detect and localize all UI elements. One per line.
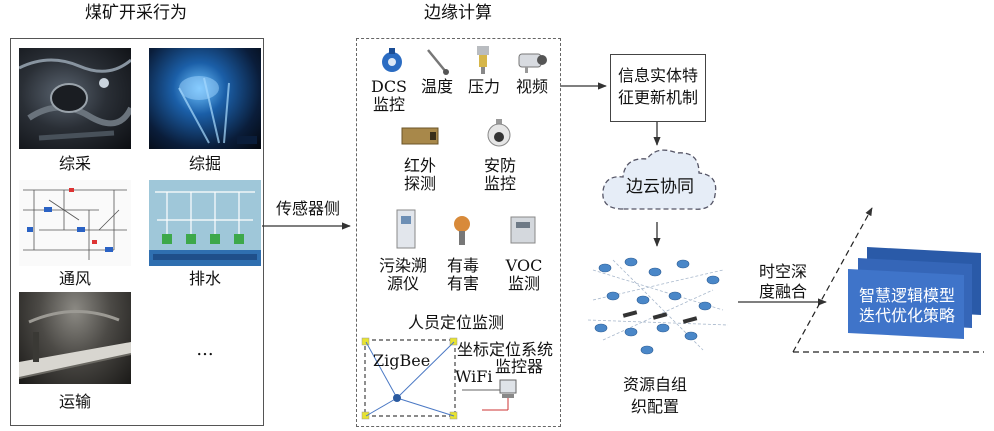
tunneling-item-label: 综掘 bbox=[188, 154, 221, 173]
toxic-gas-detector-icon bbox=[454, 216, 470, 245]
coordinate-system-label: 坐标定位系统 bbox=[457, 340, 554, 359]
security-dome-camera-icon bbox=[487, 119, 511, 147]
ventilation-diagram bbox=[19, 180, 131, 266]
edge-panel-title: 边缘计算 bbox=[424, 3, 492, 23]
sensor-side-label: 传感器侧 bbox=[276, 199, 341, 218]
edge-cloud-icon bbox=[602, 149, 717, 210]
fully-mechanized-tunneling-photo bbox=[149, 48, 261, 149]
drainage-scada bbox=[149, 180, 261, 266]
mining-behavior-panel bbox=[10, 38, 264, 426]
pollution-tracer-icon bbox=[396, 209, 416, 249]
left-panel-title: 煤矿开采行为 bbox=[85, 3, 187, 23]
zigbee-network-icon bbox=[361, 337, 458, 420]
edge-cloud-label: 边云协同 bbox=[626, 177, 694, 197]
thermometer-icon bbox=[427, 49, 449, 75]
voc-label: VOC 监测 bbox=[505, 256, 543, 293]
edge-computing-panel bbox=[356, 38, 561, 427]
feature-update-mechanism-box bbox=[610, 54, 706, 122]
monitor-label: 监控器 bbox=[495, 357, 544, 376]
transport-item-label: 运输 bbox=[58, 392, 91, 411]
fully-mechanized-mining-photo bbox=[19, 48, 131, 149]
spatiotemporal-fusion-label: 时空深 度融合 bbox=[758, 262, 807, 301]
video-camera-icon bbox=[518, 53, 547, 73]
positioning-title: 人员定位监测 bbox=[407, 313, 504, 332]
temperature-label: 温度 bbox=[420, 77, 453, 96]
conveyor-scene bbox=[19, 310, 131, 379]
mining-item-label: 综采 bbox=[58, 154, 91, 173]
pressure-sensor-icon bbox=[477, 46, 489, 74]
infrared-detector-icon bbox=[401, 127, 439, 145]
infrared-label: 红外 探测 bbox=[403, 156, 436, 193]
toxic-label: 有毒 有害 bbox=[446, 256, 479, 293]
ventilation-item-label: 通风 bbox=[58, 269, 91, 288]
dcs-label: DCS 监控 bbox=[370, 77, 408, 114]
monitor-terminal-icon bbox=[462, 379, 517, 411]
tunneling-scene bbox=[178, 76, 257, 144]
zigbee-label: ZigBee bbox=[373, 351, 431, 370]
wifi-label: WiFi bbox=[455, 367, 493, 386]
more-items-ellipsis: ... bbox=[196, 339, 214, 360]
drainage-item-label: 排水 bbox=[188, 269, 221, 288]
video-label: 视频 bbox=[515, 77, 548, 96]
pollution-label: 污染溯 源仪 bbox=[378, 256, 427, 293]
dcs-valve-icon bbox=[382, 48, 402, 72]
resource-organization-label: 资源自组 织配置 bbox=[622, 375, 687, 416]
resource-network-icon bbox=[587, 257, 729, 355]
strategy-label: 智慧逻辑模型 迭代优化策略 bbox=[858, 286, 955, 325]
security-label: 安防 监控 bbox=[483, 156, 516, 193]
feature-update-mechanism-label: 信息实体特 征更新机制 bbox=[617, 66, 698, 107]
pressure-label: 压力 bbox=[467, 77, 500, 96]
ventilation-network bbox=[23, 188, 127, 260]
mining-scene bbox=[19, 58, 131, 141]
fusion-dashed-wedge bbox=[792, 208, 984, 353]
drainage-pumps bbox=[149, 191, 261, 266]
voc-monitor-icon bbox=[510, 216, 536, 244]
conveyor-transport-photo bbox=[19, 292, 131, 384]
